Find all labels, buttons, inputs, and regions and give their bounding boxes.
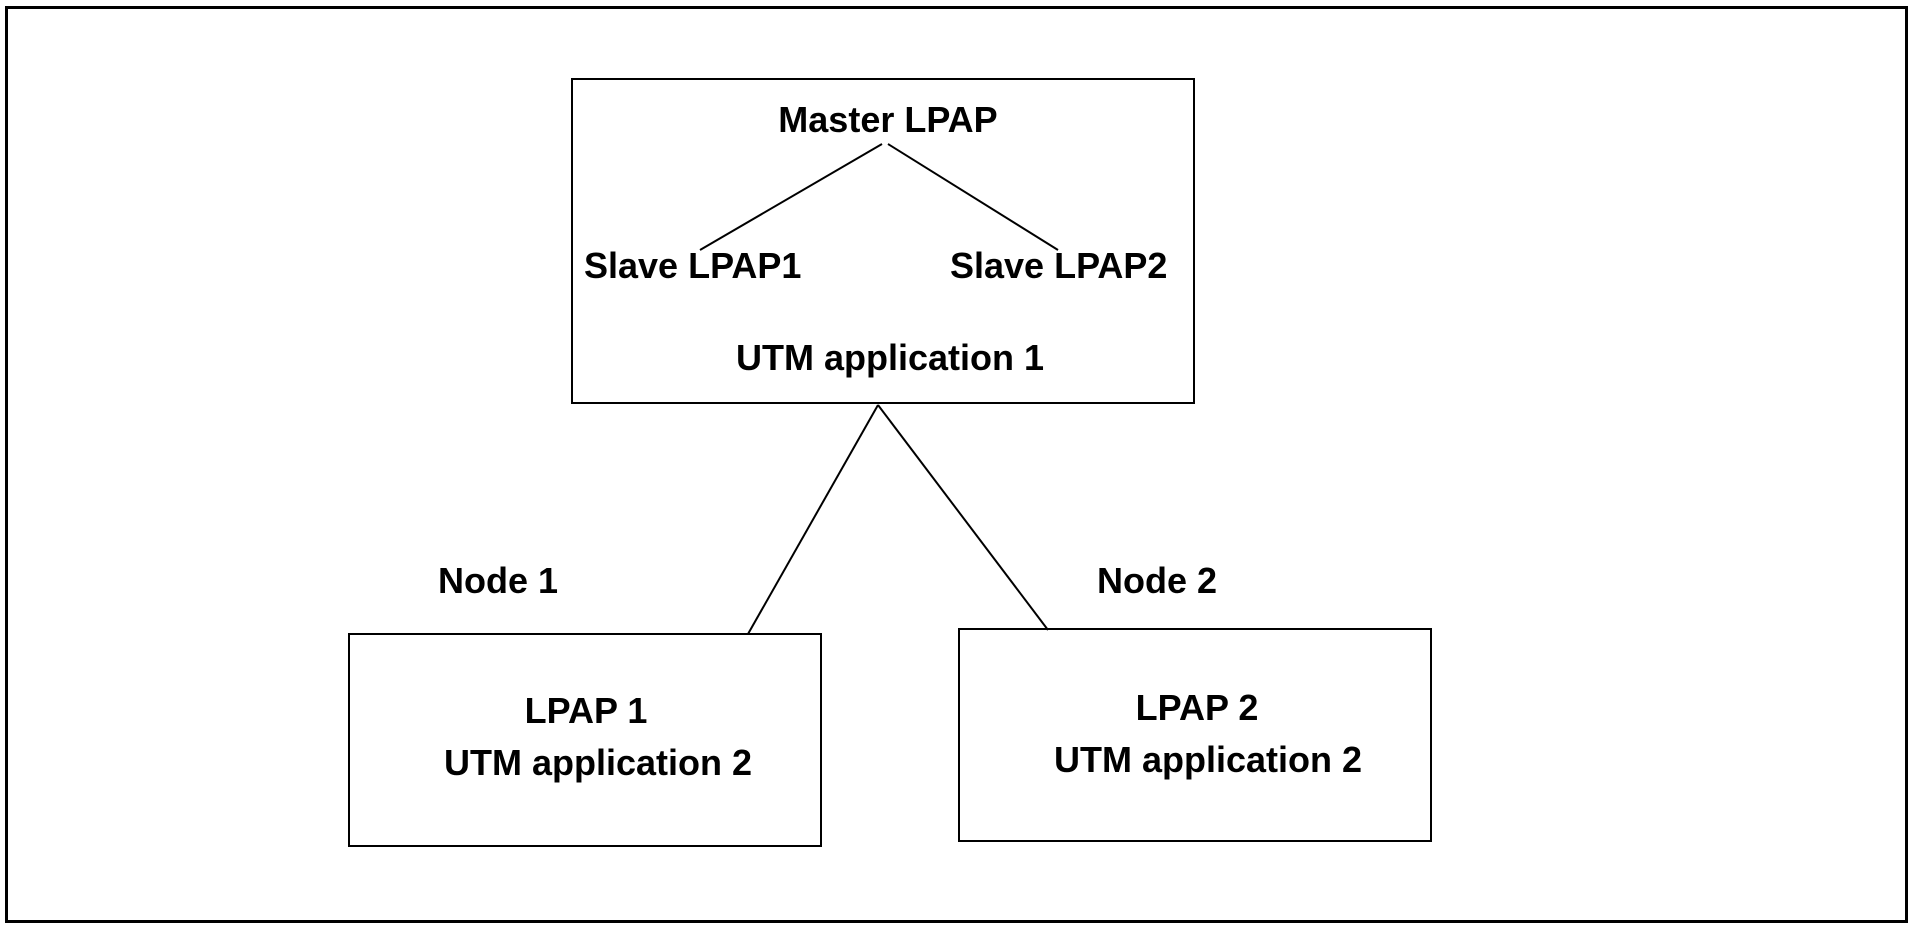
node-2-utm-application-2-label: UTM application 2 bbox=[1053, 739, 1363, 780]
node-1-utm-application-2-label: UTM application 2 bbox=[443, 742, 753, 783]
node-1-box bbox=[348, 633, 822, 847]
master-to-slave2-line bbox=[887, 143, 1059, 251]
lpap-2-label: LPAP 2 bbox=[1135, 687, 1259, 728]
node-1-label: Node 1 bbox=[438, 560, 559, 601]
utm-application-1-label: UTM application 1 bbox=[735, 337, 1045, 378]
node-2-box bbox=[958, 628, 1432, 842]
diagram-frame bbox=[5, 6, 1908, 923]
node-2-label: Node 2 bbox=[1097, 560, 1218, 601]
slave-lpap1-label: Slave LPAP1 bbox=[584, 245, 802, 286]
slave-lpap2-label: Slave LPAP2 bbox=[950, 245, 1168, 286]
utm-application-1-box bbox=[571, 78, 1195, 404]
lpap-1-label: LPAP 1 bbox=[524, 690, 648, 731]
master-lpap-label: Master LPAP bbox=[778, 99, 998, 140]
app1-to-node1-line bbox=[747, 404, 879, 635]
master-to-slave1-line bbox=[699, 143, 883, 251]
app1-to-node2-line bbox=[877, 404, 1049, 631]
